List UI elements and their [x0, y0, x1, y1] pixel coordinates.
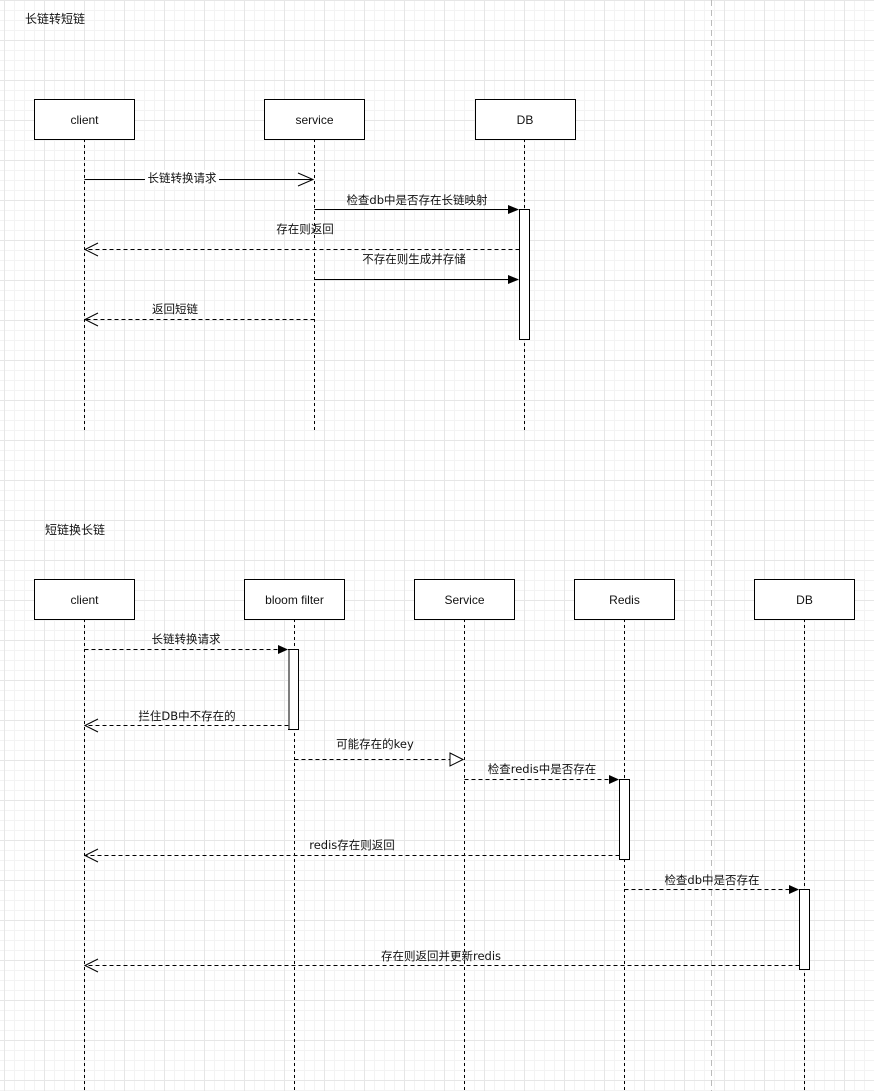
diagram-long-to-short: 长链转短链 client service DB 长链转换请求	[25, 11, 576, 430]
message-long-url-request[interactable]: 长链转换请求	[84, 170, 315, 187]
participant-service[interactable]: service	[264, 99, 365, 140]
message-label: 不存在则生成并存储	[362, 252, 466, 266]
diagram-short-to-long: 短链换长链 client bloom filter Service Redis …	[34, 522, 855, 1091]
participant-label: DB	[796, 593, 813, 607]
participant-client[interactable]: client	[34, 579, 135, 620]
activation-db	[519, 209, 530, 340]
message-label: 可能存在的key	[336, 737, 414, 751]
message-redis-return[interactable]: redis存在则返回	[83, 838, 620, 863]
participant-label: bloom filter	[265, 593, 324, 607]
message-label: 长链转换请求	[148, 171, 217, 185]
participant-bloom-filter[interactable]: bloom filter	[244, 579, 345, 620]
participant-label: service	[295, 113, 333, 127]
participant-label: Service	[444, 593, 484, 607]
message-label: redis存在则返回	[309, 838, 395, 852]
participant-db[interactable]: DB	[475, 99, 576, 140]
activation-bloom-filter	[288, 649, 299, 730]
message-return-if-exists[interactable]: 存在则返回	[83, 222, 520, 257]
diagram-title: 长链转短链	[25, 11, 85, 26]
message-block-nonexistent[interactable]: 拦住DB中不存在的	[83, 709, 289, 733]
message-label: 拦住DB中不存在的	[138, 709, 235, 723]
message-check-db[interactable]: 检查db中是否存在长链映射	[314, 193, 520, 214]
message-long-url-request[interactable]: 长链转换请求	[84, 632, 289, 654]
message-check-redis[interactable]: 检查redis中是否存在	[464, 762, 620, 784]
participant-service[interactable]: Service	[414, 579, 515, 620]
message-label: 存在则返回并更新redis	[381, 949, 501, 963]
message-label: 检查db中是否存在长链映射	[346, 193, 488, 207]
diagram-title: 短链换长链	[45, 522, 105, 537]
message-label: 检查redis中是否存在	[488, 762, 597, 776]
activation-db	[799, 889, 810, 970]
message-label: 返回短链	[152, 302, 198, 316]
participant-label: client	[70, 593, 99, 607]
participant-db[interactable]: DB	[754, 579, 855, 620]
message-return-short-url[interactable]: 返回短链	[83, 302, 315, 327]
message-label: 长链转换请求	[152, 632, 221, 646]
message-label: 检查db中是否存在	[664, 873, 759, 887]
message-return-and-update-redis[interactable]: 存在则返回并更新redis	[83, 949, 800, 973]
activation-redis	[619, 779, 630, 860]
participant-label: DB	[517, 113, 534, 127]
participant-client[interactable]: client	[34, 99, 135, 140]
message-generate-and-store[interactable]: 不存在则生成并存储	[314, 252, 520, 284]
participant-label: client	[70, 113, 99, 127]
message-possibly-existing-key[interactable]: 可能存在的key	[294, 737, 465, 767]
message-label: 存在则返回	[276, 222, 334, 236]
message-check-db[interactable]: 检查db中是否存在	[624, 873, 800, 894]
participant-redis[interactable]: Redis	[574, 579, 675, 620]
participant-label: Redis	[609, 593, 640, 607]
